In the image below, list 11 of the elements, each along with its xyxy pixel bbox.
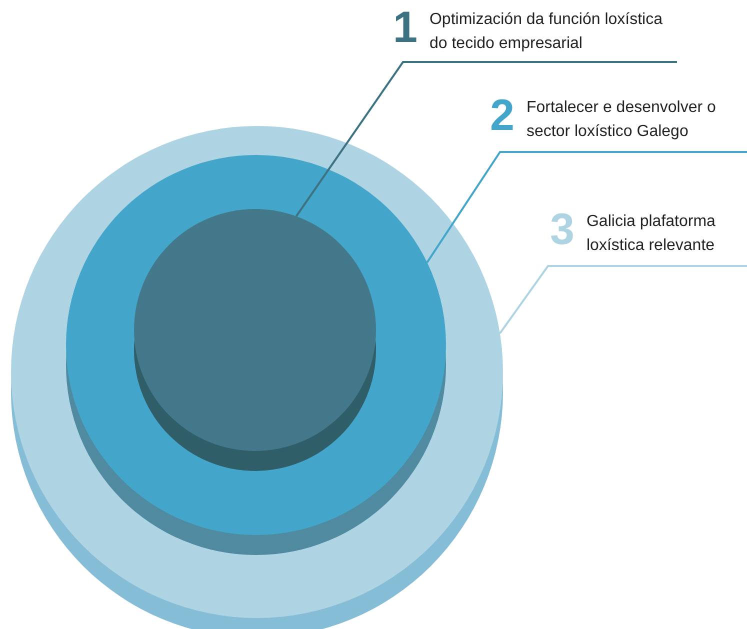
disc [134,209,376,471]
callout-number: 1 [393,8,418,48]
callout-number: 3 [550,210,574,250]
disc [66,155,446,555]
leader-line [499,265,747,334]
callout-text: Optimización da función loxística do tecido empresarial [429,10,664,54]
callout-number: 2 [490,96,514,136]
leader-line [426,151,747,263]
callout-text: Fortalecer e desenvolver o sector loxístico Galego [526,98,717,142]
callout-text: Galicia plafatorma loxística relevante [586,212,716,256]
leader-line [295,61,677,217]
